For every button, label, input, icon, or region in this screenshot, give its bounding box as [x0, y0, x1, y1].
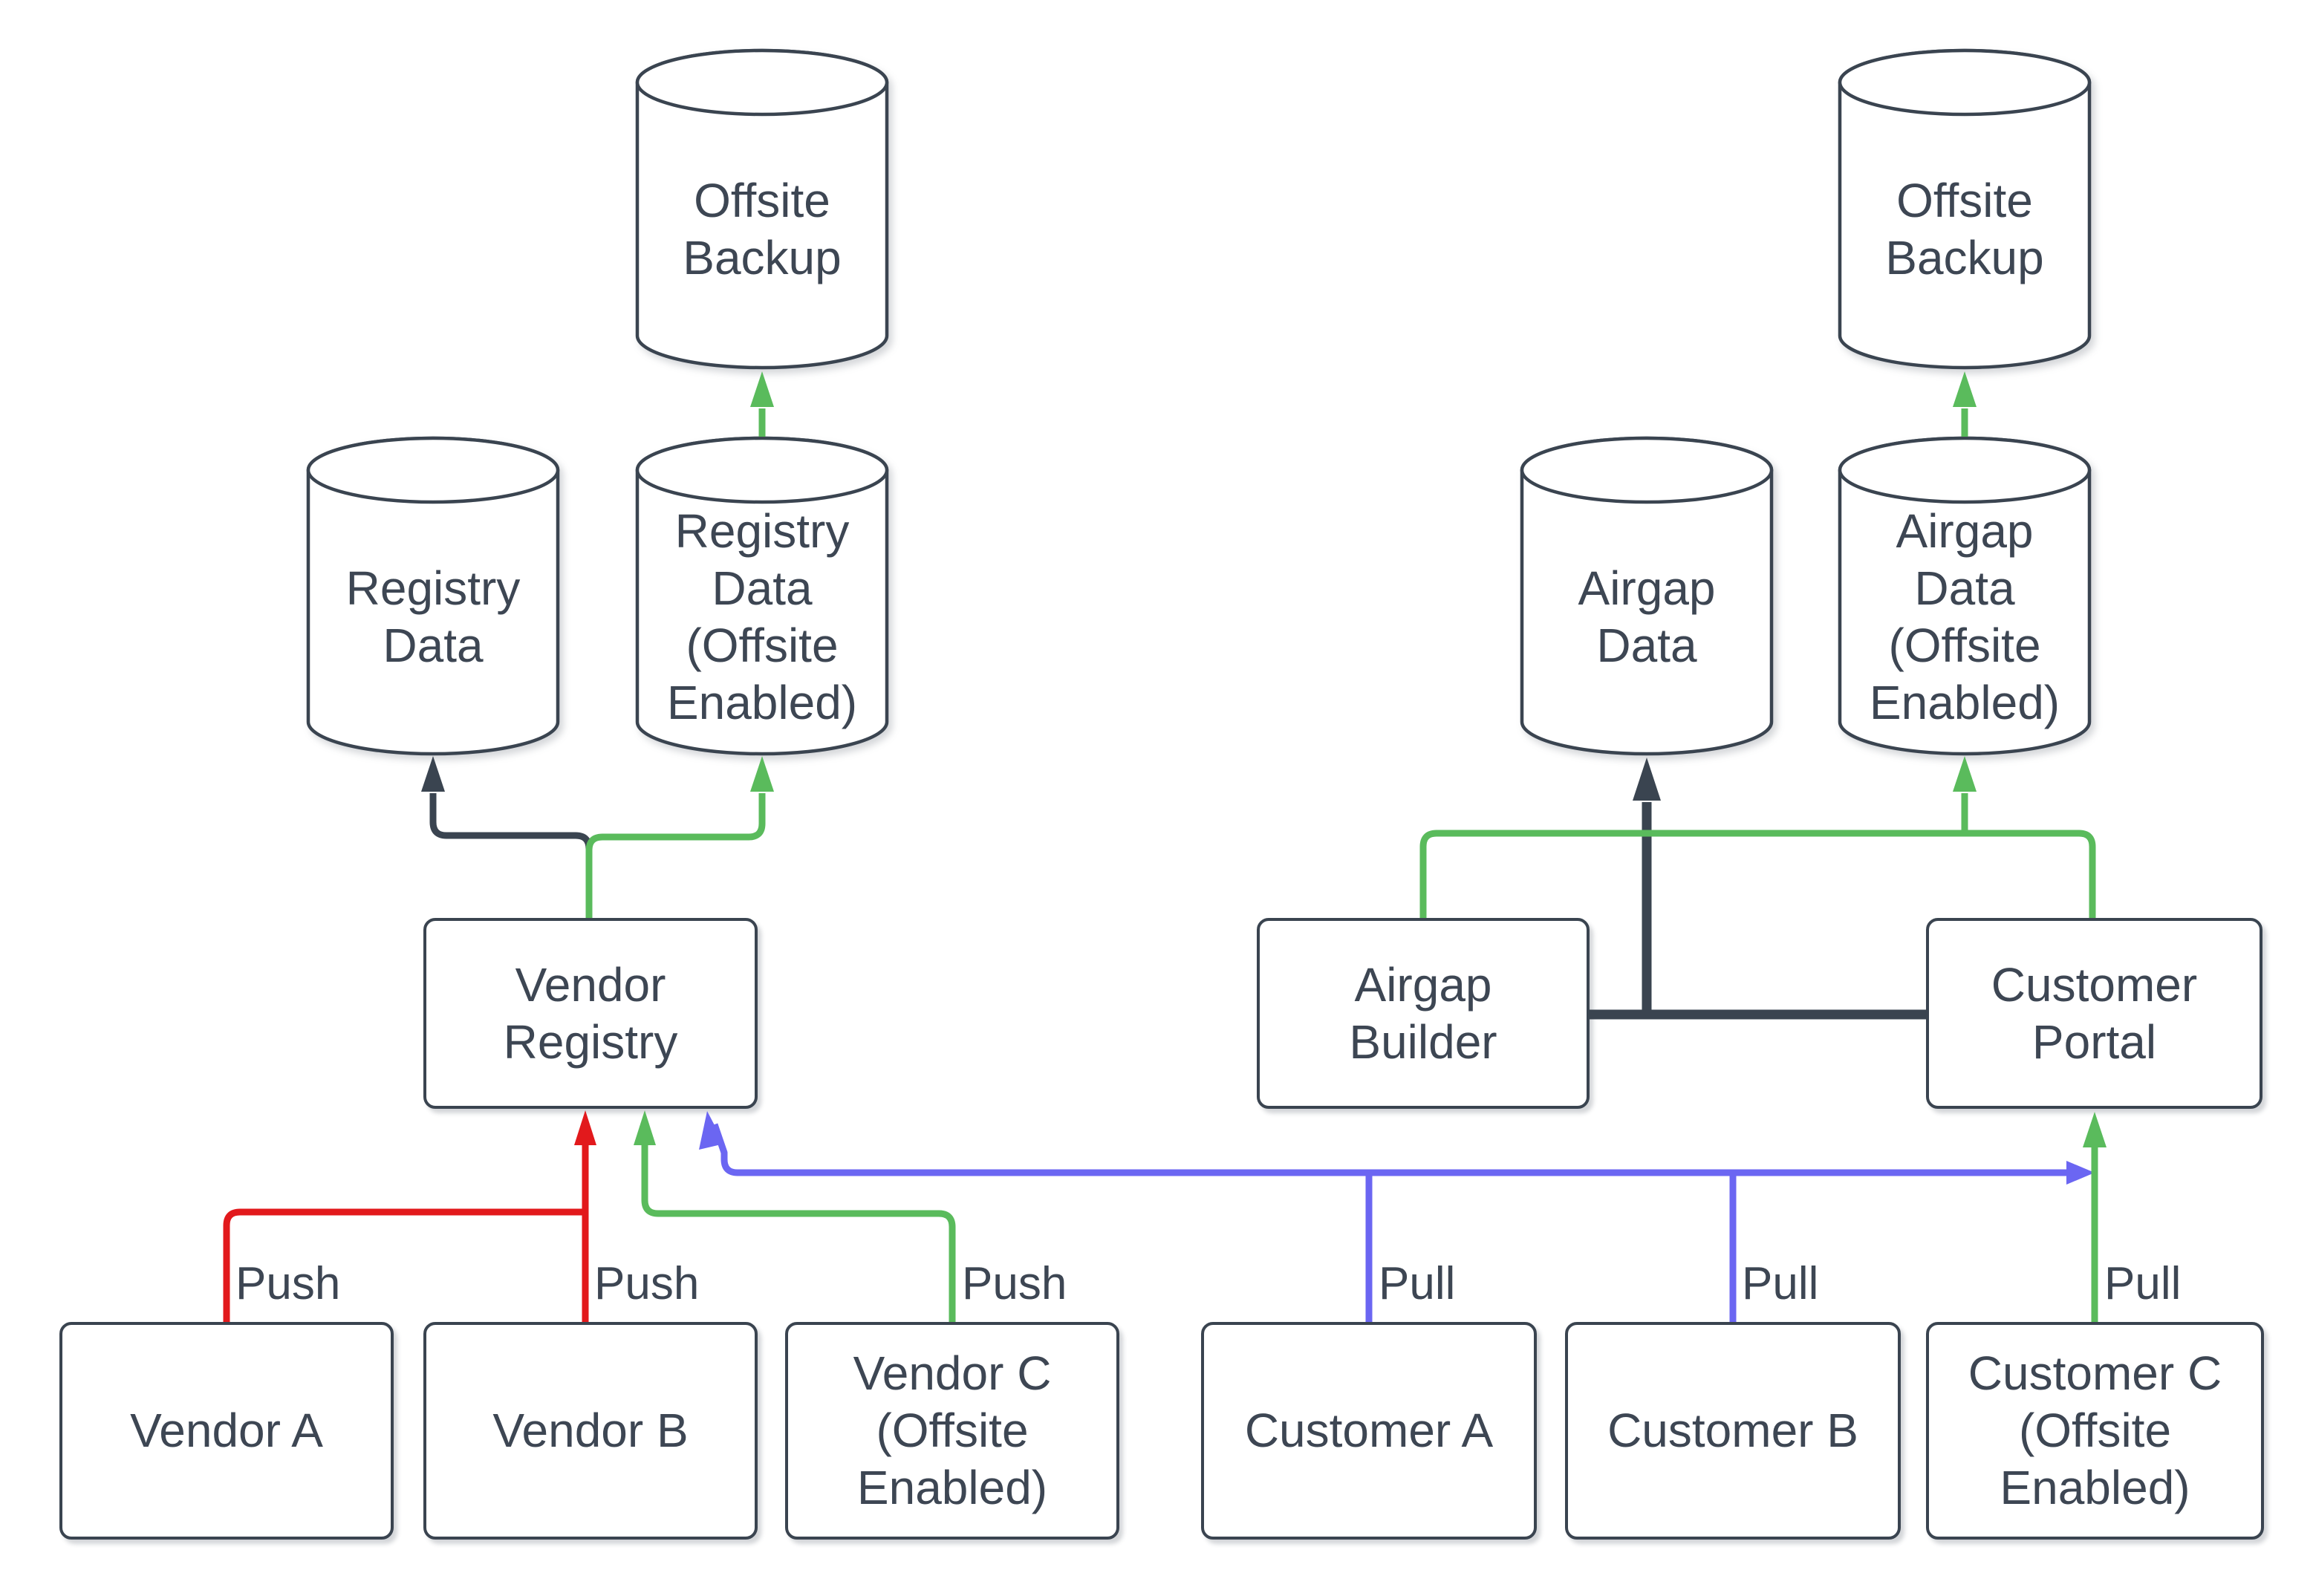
node-customer-portal: Customer Portal [1926, 918, 2262, 1109]
node-customer-a: Customer A [1201, 1322, 1537, 1540]
node-customer-b: Customer B [1565, 1322, 1901, 1540]
cylinder-airgap-data [1520, 436, 1774, 756]
vendor-c-label: Vendor C (Offsite Enabled) [853, 1346, 1052, 1514]
pull-label-customer-a: Pull [1379, 1258, 1456, 1309]
cylinder-offsite-backup-right [1838, 48, 2092, 370]
vendor-a-label: Vendor A [130, 1404, 323, 1458]
node-vendor-a: Vendor A [59, 1322, 394, 1540]
customer-a-label: Customer A [1244, 1404, 1494, 1458]
cylinder-offsite-backup-left [635, 48, 889, 370]
node-airgap-builder: Airgap Builder [1257, 918, 1590, 1109]
offsite-backup-right-label: Offsite Backup [1885, 174, 2044, 284]
pull-label-customer-c: Pull [2104, 1258, 2182, 1309]
node-vendor-registry: Vendor Registry [423, 918, 758, 1109]
pull-label-customer-b: Pull [1742, 1258, 1819, 1309]
registry-data-offsite-label: Registry Data (Offsite Enabled) [666, 504, 858, 729]
airgap-builder-label: Airgap Builder [1349, 957, 1497, 1069]
vendor-registry-label: Vendor Registry [503, 957, 678, 1069]
airgap-data-label: Airgap Data [1578, 561, 1716, 672]
push-label-vendor-c: Push [962, 1258, 1067, 1309]
airgap-data-offsite-label: Airgap Data (Offsite Enabled) [1869, 504, 2060, 729]
push-label-vendor-a: Push [235, 1258, 341, 1309]
customer-b-label: Customer B [1607, 1404, 1858, 1458]
cylinder-registry-data [306, 436, 560, 756]
vendor-b-label: Vendor B [492, 1404, 689, 1458]
customer-c-label: Customer C (Offsite Enabled) [1968, 1346, 2222, 1514]
node-vendor-b: Vendor B [423, 1322, 758, 1540]
offsite-backup-left-label: Offsite Backup [683, 174, 842, 284]
node-customer-c: Customer C (Offsite Enabled) [1926, 1322, 2264, 1540]
cylinder-airgap-data-offsite [1838, 436, 2092, 756]
cylinder-registry-data-offsite [635, 436, 889, 756]
registry-data-label: Registry Data [345, 561, 521, 672]
push-label-vendor-b: Push [594, 1258, 700, 1309]
customer-portal-label: Customer Portal [1991, 957, 2198, 1069]
node-vendor-c: Vendor C (Offsite Enabled) [785, 1322, 1119, 1540]
